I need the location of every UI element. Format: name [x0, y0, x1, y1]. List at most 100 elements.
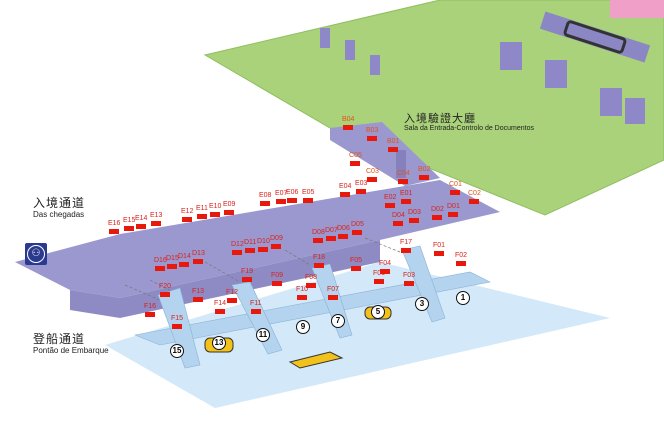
gate-marker-d12	[232, 250, 242, 255]
gate-marker-e04	[340, 192, 350, 197]
kiosks	[320, 28, 645, 124]
gate-marker-f09	[272, 281, 282, 286]
gate-label-e16: E16	[108, 220, 121, 227]
gate-marker-e14	[136, 224, 146, 229]
gate-marker-f13	[193, 297, 203, 302]
arrival-corridor-front	[70, 240, 380, 318]
walkway-pillar	[396, 150, 406, 178]
gate-label-e04: E04	[339, 183, 352, 190]
hall-walkway	[330, 122, 440, 186]
gate-label-c05: C05	[349, 152, 362, 159]
berth-1: 1	[456, 291, 470, 305]
gate-label-d13: D13	[192, 250, 205, 257]
gate-label-d05: D05	[351, 221, 364, 228]
gate-marker-f08	[306, 283, 316, 288]
gate-label-d10: D10	[257, 238, 270, 245]
gate-label-c02: C02	[468, 190, 481, 197]
berth-15: 15	[170, 344, 184, 358]
gate-label-f16: F16	[144, 303, 157, 310]
gate-marker-d11	[245, 248, 255, 253]
arrival-corridor-title: 入境通道	[33, 196, 86, 210]
gate-label-e03: E03	[355, 180, 368, 187]
gate-label-e11: E11	[196, 205, 208, 212]
gate-marker-e12	[182, 217, 192, 222]
gate-label-d15: D15	[166, 255, 179, 262]
gate-label-d12: D12	[231, 241, 244, 248]
gate-marker-d08	[313, 238, 323, 243]
gate-label-e13: E13	[150, 212, 163, 219]
gate-label-f13: F13	[192, 288, 205, 295]
gate-marker-d16	[155, 266, 165, 271]
gate-label-f10: F10	[296, 286, 309, 293]
escalator	[563, 20, 627, 54]
gate-marker-e03	[356, 189, 366, 194]
gate-marker-d06	[338, 234, 348, 239]
gate-label-f12: F12	[226, 289, 239, 296]
gate-marker-e08	[260, 201, 270, 206]
gate-label-d14: D14	[178, 253, 191, 260]
gate-marker-d14	[179, 262, 189, 267]
gate-marker-b03	[367, 136, 377, 141]
gate-label-f18: F18	[313, 254, 326, 261]
gate-marker-f11	[251, 309, 261, 314]
berth-9: 9	[296, 320, 310, 334]
gate-marker-f15	[172, 324, 182, 329]
gate-label-f01: F01	[433, 242, 446, 249]
gate-label-f17: F17	[400, 239, 413, 246]
water	[105, 262, 610, 408]
gate-label-f14: F14	[214, 300, 227, 307]
gate-label-e08: E08	[259, 192, 272, 199]
gate-marker-f17	[401, 248, 411, 253]
gate-label-d06: D06	[337, 225, 350, 232]
gate-label-f04: F04	[379, 260, 392, 267]
gate-label-b02: B02	[418, 166, 431, 173]
gate-label-f03: F03	[403, 272, 416, 279]
gate-marker-b02	[419, 175, 429, 180]
gate-marker-d03	[409, 218, 419, 223]
gate-label-b03: B03	[366, 127, 379, 134]
gate-label-f20: F20	[159, 283, 172, 290]
gate-label-f07: F07	[327, 286, 340, 293]
gate-label-d02: D02	[431, 206, 444, 213]
gate-marker-c01	[450, 190, 460, 195]
gate-marker-e13	[151, 221, 161, 226]
pontoon-main	[133, 271, 491, 346]
gate-label-d08: D08	[312, 229, 325, 236]
gate-label-f15: F15	[171, 315, 184, 322]
gate-marker-f03	[404, 281, 414, 286]
gate-marker-d07	[326, 236, 336, 241]
gate-label-c03: C03	[366, 168, 379, 175]
boarding-pontoon-subtitle: Pontão de Embarque	[33, 346, 109, 355]
gate-label-f06: F06	[373, 270, 385, 278]
gate-label-e06: E06	[286, 189, 299, 196]
gate-marker-e06	[287, 198, 297, 203]
gate-marker-b01	[388, 147, 398, 152]
gate-label-e10: E10	[209, 203, 222, 210]
gate-marker-d02	[432, 215, 442, 220]
gate-label-e02: E02	[384, 194, 397, 201]
berth-7: 7	[331, 314, 345, 328]
gate-marker-f12	[227, 298, 237, 303]
gate-marker-f20	[160, 292, 170, 297]
gate-label-d11: D11	[244, 239, 257, 246]
gate-label-d09: D09	[270, 235, 283, 242]
arrival-corridor-subtitle: Das chegadas	[33, 210, 85, 219]
gate-marker-d01	[448, 212, 458, 217]
gate-label-b04: B04	[342, 116, 355, 123]
immigration-hall-subtitle: Sala da Entrada-Controlo de Documentos	[404, 125, 534, 132]
berth-11: 11	[256, 328, 270, 342]
gate-label-b01: B01	[387, 138, 400, 145]
gate-marker-f14	[215, 309, 225, 314]
berth-3: 3	[415, 297, 429, 311]
gate-marker-f19	[242, 277, 252, 282]
gate-label-e14: E14	[135, 215, 148, 222]
gate-marker-f06	[374, 279, 384, 284]
gate-marker-d13	[193, 259, 203, 264]
gate-label-e01: E01	[400, 190, 413, 197]
gate-marker-c02	[469, 199, 479, 204]
gate-label-e09: E09	[223, 201, 236, 208]
gate-label-c04: C04	[397, 170, 410, 177]
gate-marker-e07	[276, 199, 286, 204]
